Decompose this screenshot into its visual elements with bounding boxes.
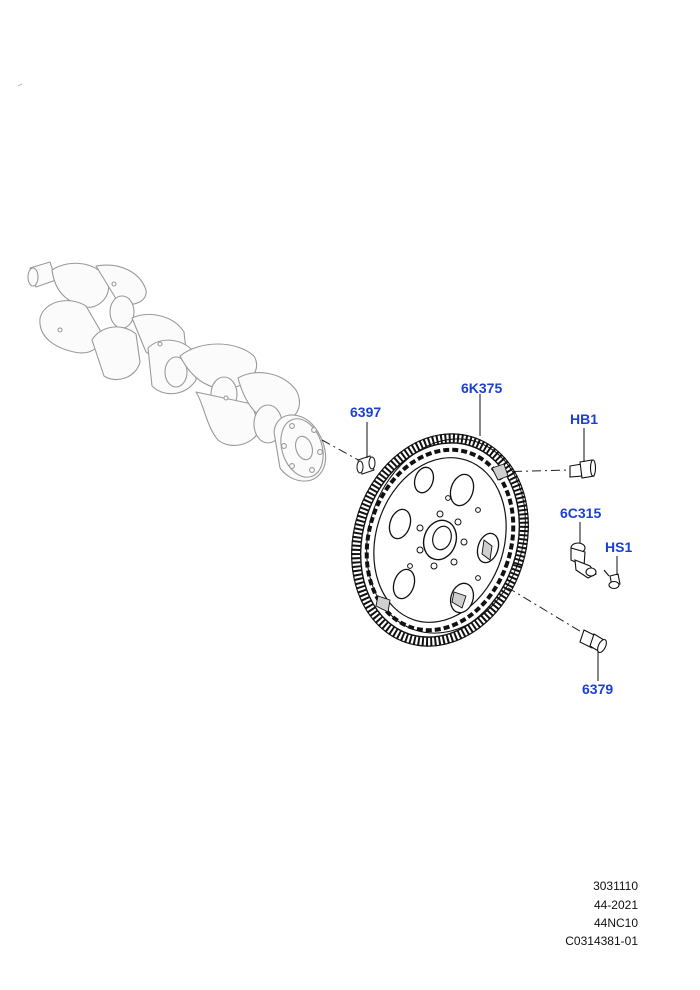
screw-hs1 [603, 569, 621, 590]
sensor-6c315 [570, 542, 597, 579]
leader-lines [366, 394, 618, 681]
callout-6379[interactable]: 6379 [582, 681, 614, 697]
callout-6k375[interactable]: 6K375 [461, 380, 503, 396]
footer-line-2: 44-2021 [593, 898, 638, 912]
callout-6397[interactable]: 6397 [350, 404, 382, 420]
callout-hs1[interactable]: HS1 [605, 539, 633, 555]
callout-6c315[interactable]: 6C315 [560, 505, 602, 521]
alignment-lines [321, 439, 589, 637]
bolt-6379 [579, 629, 607, 654]
callout-hb1[interactable]: HB1 [570, 411, 599, 427]
dowel-pin [356, 455, 376, 475]
bolt-hb1 [569, 459, 597, 479]
footer-line-1: 3031110 [593, 879, 638, 893]
flexplate-ring-gear [351, 433, 529, 647]
crankshaft [27, 261, 327, 482]
corner-mark [17, 83, 23, 87]
footer-line-4: C0314381-01 [565, 934, 638, 948]
footer-line-3: 44NC10 [593, 916, 638, 930]
